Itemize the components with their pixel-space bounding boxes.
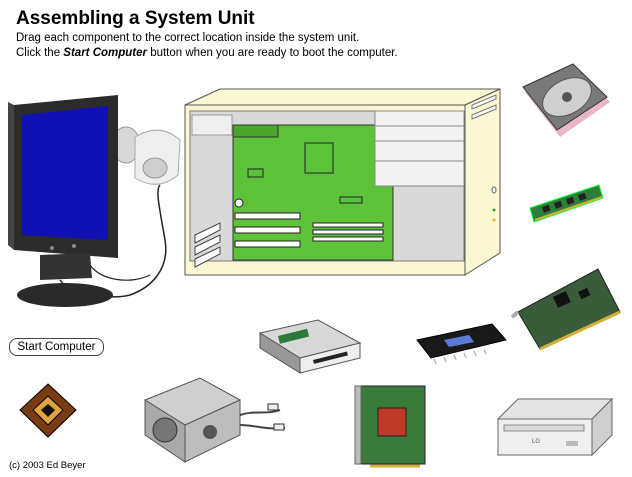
instruction-line-2: Click the Start Computer button when you…	[16, 47, 398, 59]
chip-icon[interactable]	[414, 322, 509, 370]
power-supply-icon[interactable]	[140, 370, 290, 465]
start-computer-button[interactable]: Start Computer	[9, 338, 104, 356]
system-unit-case	[184, 88, 501, 276]
instruction-emphasis: Start Computer	[63, 47, 147, 59]
copyright-text: (c) 2003 Ed Beyer	[9, 460, 86, 471]
ram-icon[interactable]	[527, 180, 607, 232]
hard-drive-icon[interactable]	[515, 62, 615, 157]
expansion-card-icon[interactable]	[508, 257, 623, 352]
processor-icon[interactable]	[18, 382, 78, 440]
page-title: Assembling a System Unit	[16, 8, 255, 29]
instruction-line-1: Drag each component to the correct locat…	[16, 32, 360, 44]
cd-drive-brand: LG	[532, 439, 540, 445]
monitor-icon	[8, 95, 181, 307]
cd-drive-icon[interactable]: LG	[496, 397, 614, 457]
floppy-drive-icon[interactable]	[258, 318, 363, 376]
video-card-icon[interactable]	[350, 378, 440, 473]
